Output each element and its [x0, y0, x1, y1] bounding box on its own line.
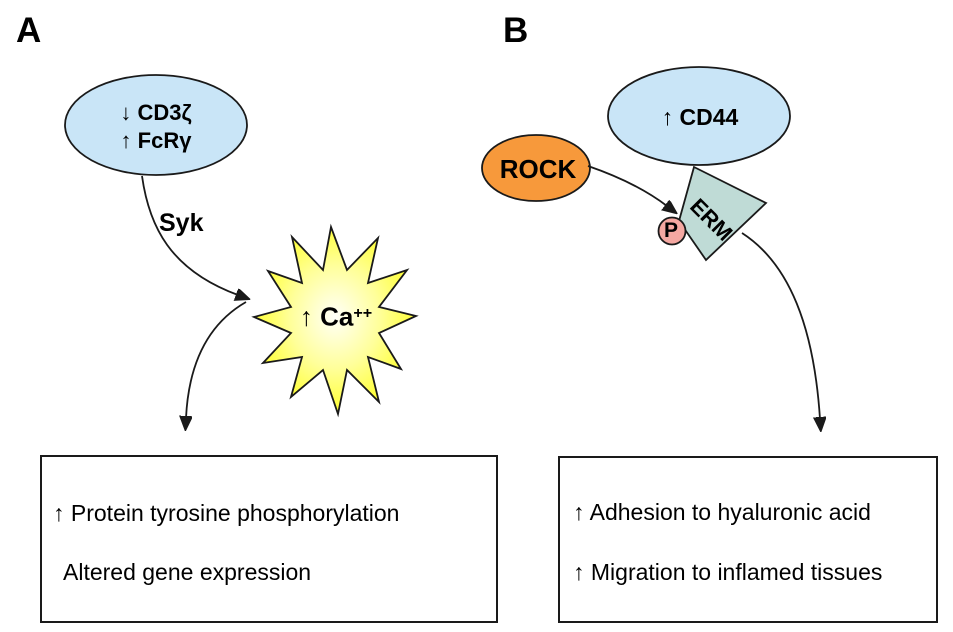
- cd44-node-label: ↑ CD44: [661, 104, 739, 130]
- to-outcome-a-arrow: [186, 301, 247, 418]
- phospho-node-label: P: [663, 219, 678, 242]
- panel-b-label: B: [503, 11, 529, 50]
- calcium-node-label: ↑ Ca++: [276, 299, 396, 330]
- outcome-b-line-migration: ↑ Migration to inflamed tissues: [573, 559, 883, 585]
- rock-node-label: ROCK: [499, 154, 577, 184]
- outcome-b-line-adhesion: ↑ Adhesion to hyaluronic acid: [573, 499, 871, 525]
- outcome-box-b: ↑ Adhesion to hyaluronic acid ↑ Migratio…: [558, 456, 938, 623]
- syk-arrow: [141, 175, 238, 295]
- cd44-ellipse: [607, 66, 791, 166]
- to-outcome-b-arrow: [741, 232, 820, 419]
- receptor-line-fcrgamma: ↑ FcRγ: [120, 128, 192, 153]
- receptor-ellipse: [64, 74, 248, 176]
- panel-a-label: A: [16, 11, 42, 50]
- outcome-box-a: ↑ Protein tyrosine phosphorylation Alter…: [40, 455, 498, 623]
- outcome-a-line-gene-expression: Altered gene expression: [63, 559, 312, 585]
- receptor-node-label: ↓ CD3ζ ↑ FcRγ: [61, 99, 251, 155]
- calcium-text: ↑ Ca: [299, 301, 354, 332]
- calcium-superscript: ++: [353, 304, 373, 322]
- outcome-a-line-phosphorylation: ↑ Protein tyrosine phosphorylation: [53, 500, 400, 526]
- erm-trapezoid: [678, 165, 768, 262]
- rock-ellipse: [481, 134, 591, 202]
- receptor-line-cd3zeta: ↓ CD3ζ: [120, 100, 192, 125]
- phospho-circle: [657, 216, 687, 246]
- calcium-starburst: [251, 223, 419, 418]
- rock-to-p-arrow: [587, 165, 667, 206]
- syk-kinase-label: Syk: [159, 209, 204, 237]
